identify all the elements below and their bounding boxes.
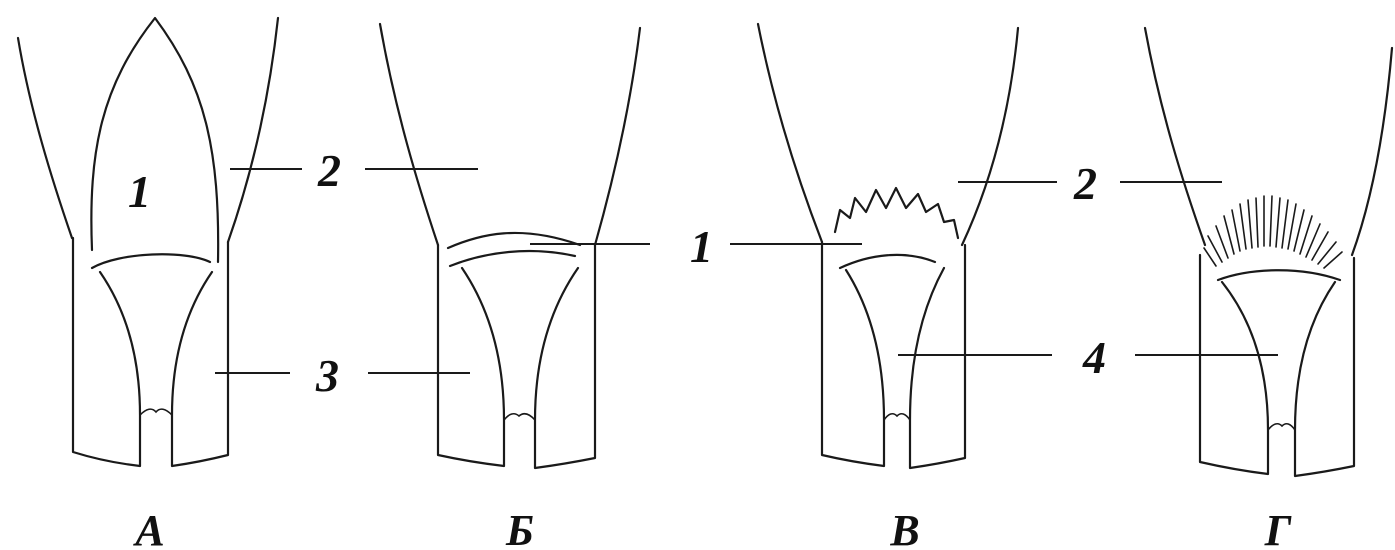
panel-g-sheath: [1198, 253, 1356, 478]
panel-b-outer-right: [593, 26, 642, 247]
label-1-bud: 1: [128, 166, 151, 217]
panel-a-bud: [90, 16, 220, 264]
panel-g-outer-left: [1143, 26, 1207, 247]
panel-label-b: Б: [505, 506, 534, 550]
panel-label-a: А: [132, 506, 164, 550]
panel-a-outer-left: [16, 36, 74, 240]
panel-v-sheath: [820, 240, 967, 470]
panel-v-outer-right: [960, 26, 1020, 247]
panel-b-outer-left: [378, 22, 440, 247]
label-3: 3: [315, 350, 339, 401]
panel-g-outer-right: [1350, 46, 1394, 257]
panel-label-v: В: [889, 506, 919, 550]
panel-b-cap-inner: [448, 249, 577, 268]
panel-a-cap: [90, 253, 212, 270]
label-2-left: 2: [317, 145, 341, 196]
panel-g-hairs: [1203, 195, 1343, 269]
panel-b-cap-outer: [446, 231, 582, 250]
panel-v-notch: [883, 412, 911, 421]
panel-a-notch: [139, 408, 173, 416]
panel-g-cap: [1216, 269, 1342, 282]
panel-b-sheath: [436, 243, 597, 470]
leader-lines: [215, 168, 1278, 374]
label-2-right: 2: [1073, 158, 1097, 209]
panel-v-jagged-tip: [833, 186, 960, 240]
label-1-center: 1: [690, 221, 713, 272]
panel-g-figure: [1143, 26, 1394, 478]
panel-a-sheath: [71, 236, 230, 468]
panel-b-figure: [378, 22, 642, 470]
panel-v-figure: [756, 22, 1020, 470]
panel-label-g: Г: [1264, 506, 1292, 550]
panel-v-cap: [838, 253, 937, 270]
panel-g-notch: [1267, 422, 1296, 431]
panel-v-outer-left: [756, 22, 824, 244]
panel-b-notch: [503, 412, 536, 421]
label-4: 4: [1082, 332, 1106, 383]
panel-a-figure: [16, 16, 280, 468]
panel-a-outer-right: [226, 16, 280, 244]
